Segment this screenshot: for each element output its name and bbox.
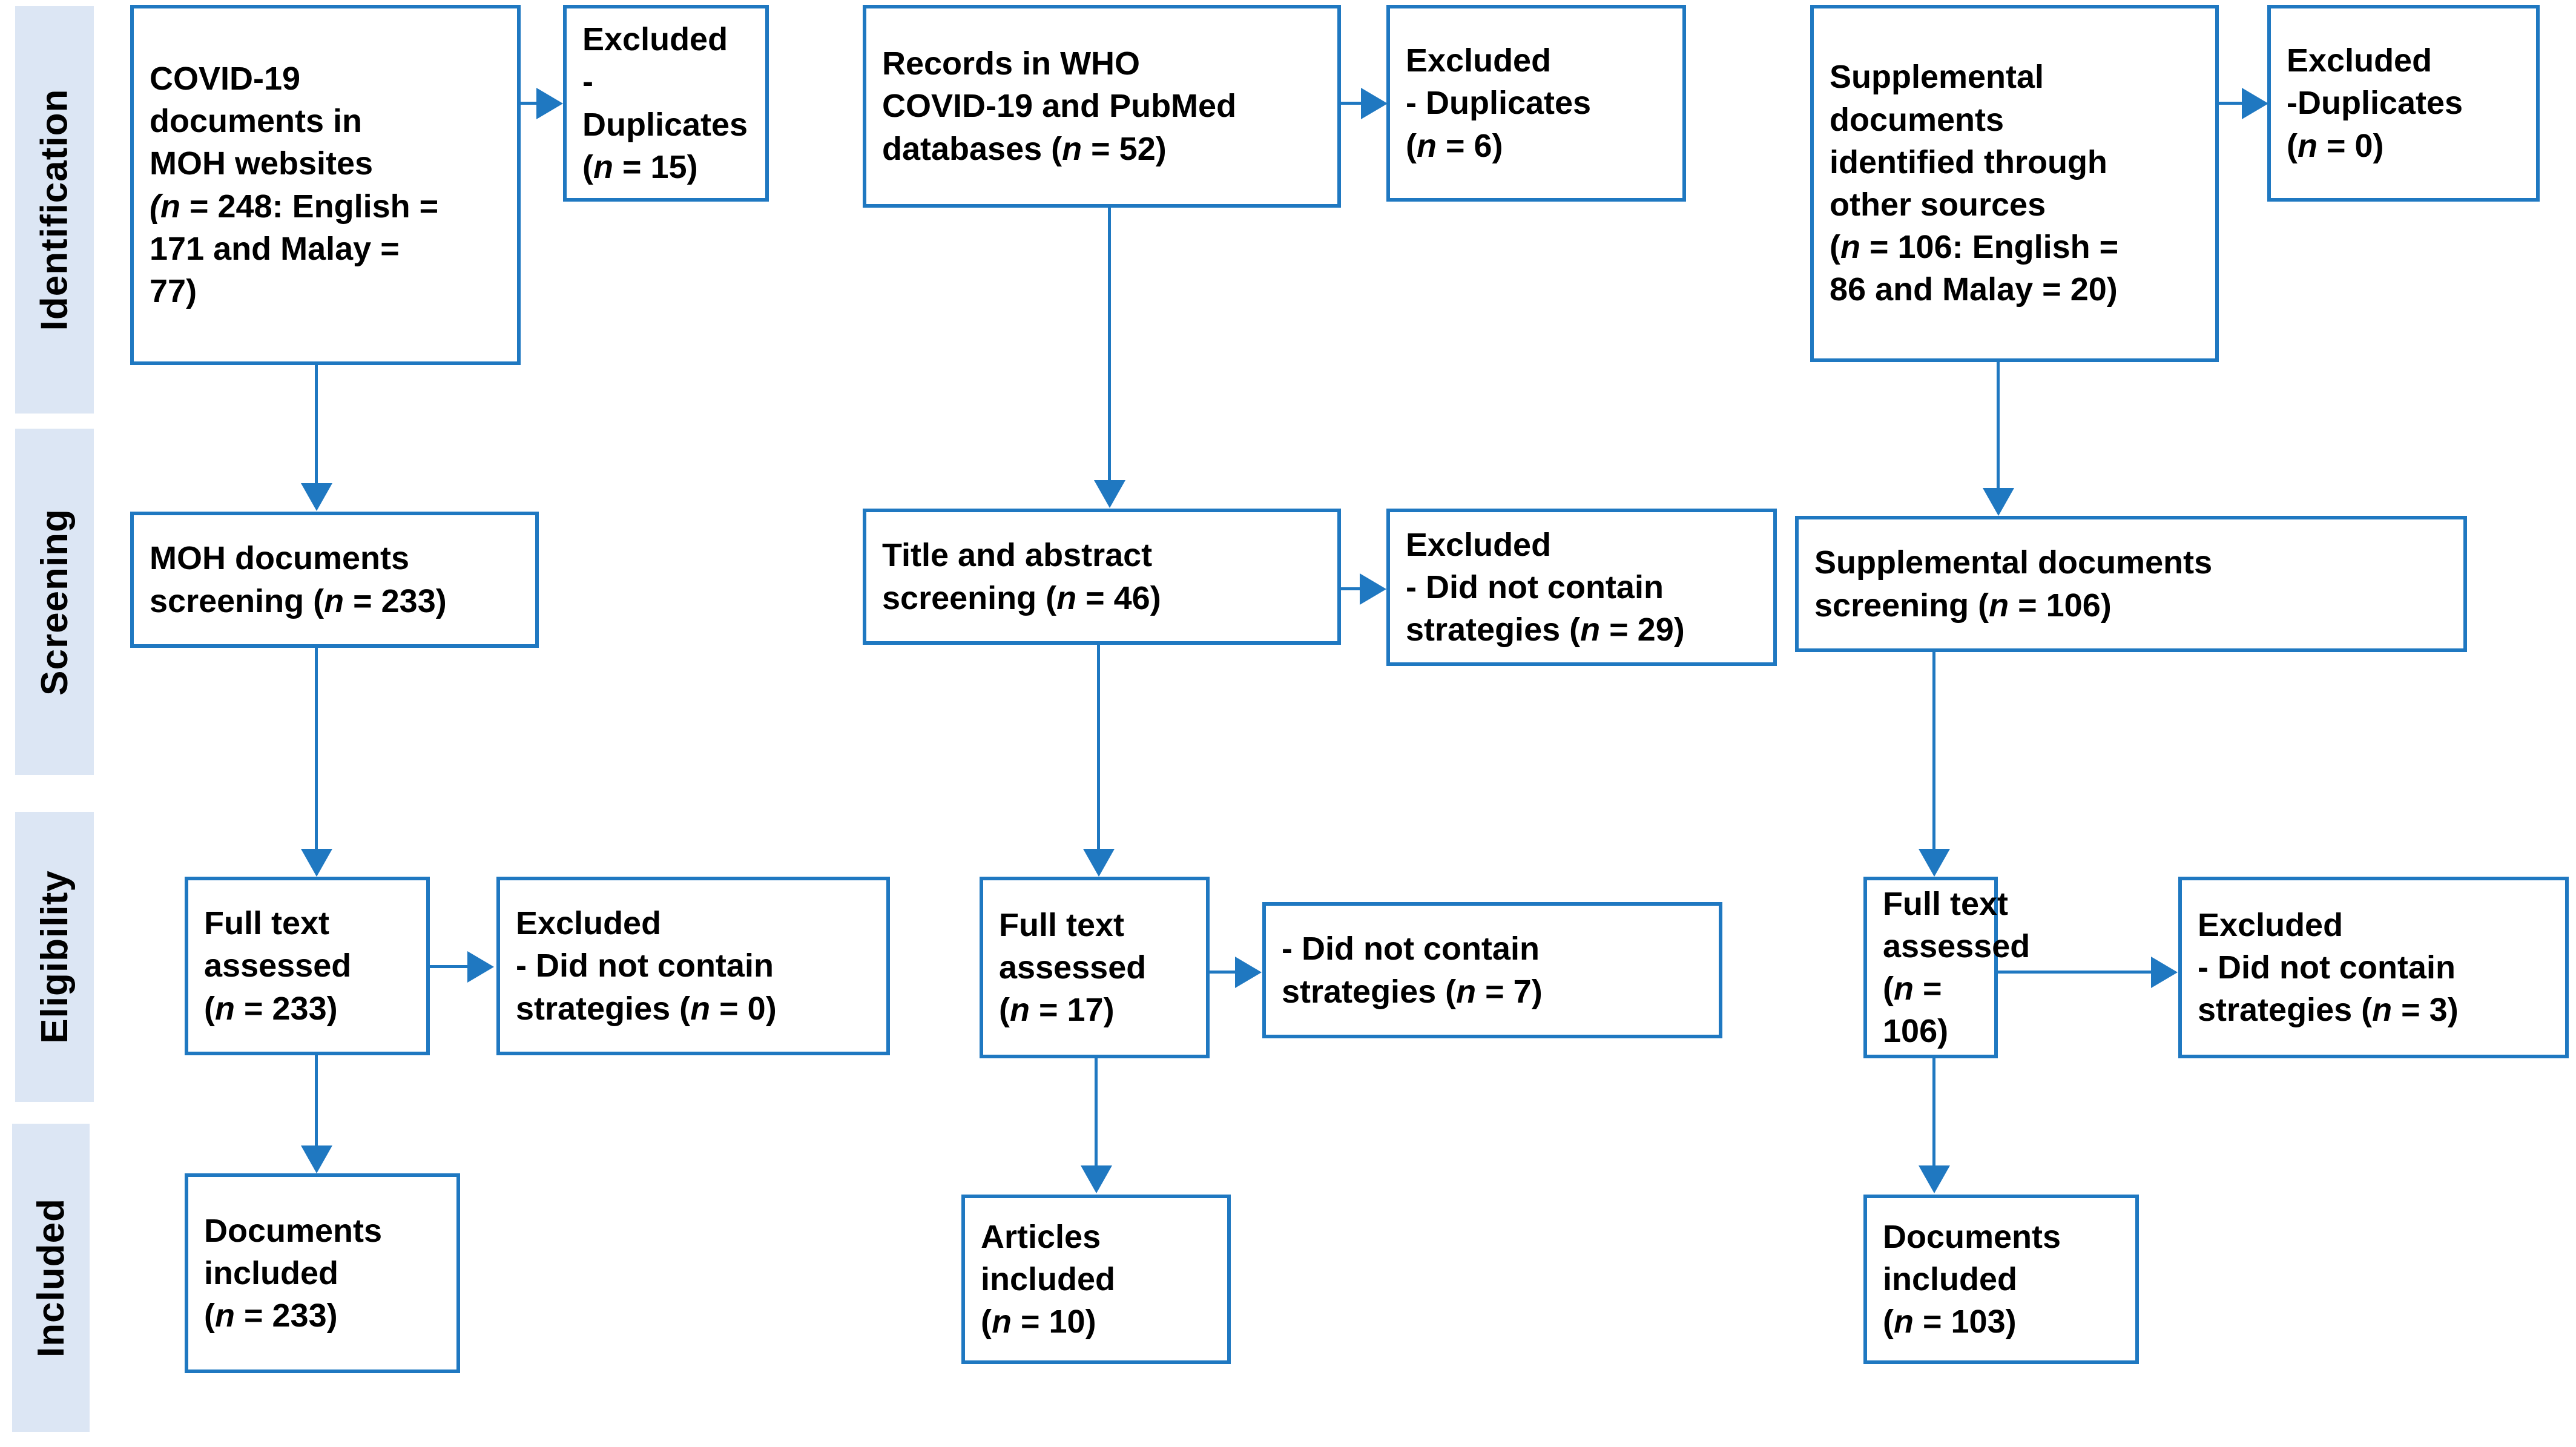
connector-who-screening-to-excluded [1341, 587, 1362, 590]
arrowhead-moh-source-to-duplicates [536, 88, 563, 119]
stage-band-included-label: Included [30, 1198, 72, 1357]
box-who-fulltext: Full text assessed (n = 17) [980, 877, 1210, 1058]
arrowhead-moh-fulltext-to-included [301, 1145, 332, 1173]
connector-supplemental-screening-to-fulltext [1932, 652, 1935, 851]
box-moh-screening: MOH documents screening (n = 233) [130, 512, 539, 648]
connector-supplemental-fulltext-to-excluded [1998, 971, 2152, 974]
box-supplemental-source-text: Supplemental documents identified throug… [1830, 59, 2119, 308]
stage-band-identification-label: Identification [33, 88, 76, 331]
box-moh-included: Documents included (n = 233) [185, 1173, 460, 1373]
arrowhead-supplemental-fulltext-to-excluded [2151, 957, 2178, 988]
connector-who-fulltext-to-included [1095, 1058, 1098, 1167]
connector-moh-screening-to-fulltext [315, 648, 318, 851]
arrowhead-supplemental-screening-to-fulltext [1919, 849, 1950, 877]
connector-who-screening-to-fulltext [1097, 645, 1100, 851]
connector-supplemental-source-to-screening [1997, 362, 2000, 490]
box-supplemental-included-text: Documents included (n = 103) [1883, 1218, 2061, 1340]
arrowhead-who-fulltext-to-included [1081, 1165, 1112, 1193]
box-moh-duplicates-excluded-text: Excluded -Duplicates (n = 15) [582, 21, 748, 185]
connector-who-source-to-screening [1108, 208, 1111, 482]
box-supplemental-fulltext: Full text assessed (n = 106) [1863, 877, 2030, 1058]
box-who-duplicates-excluded: Excluded - Duplicates (n = 6) [1386, 5, 1686, 202]
box-supplemental-source: Supplemental documents identified throug… [1810, 5, 2219, 362]
connector-moh-source-to-screening [315, 365, 318, 485]
stage-band-identification: Identification [15, 6, 94, 414]
arrowhead-supplemental-source-to-duplicates [2242, 88, 2268, 119]
arrowhead-moh-source-to-screening [301, 483, 332, 511]
box-supplemental-fulltext-text: Full text assessed (n = 106) [1883, 885, 2031, 1050]
arrowhead-who-fulltext-to-excluded [1235, 957, 1262, 988]
box-moh-fulltext-excluded: Excluded - Did not contain strategies (n… [496, 877, 890, 1055]
arrowhead-supplemental-source-to-screening [1983, 488, 2014, 516]
box-moh-source: COVID-19 documents in MOH websites (n = … [130, 5, 521, 365]
box-supplemental-screening: Supplemental documents screening (n = 10… [1795, 516, 2467, 652]
box-moh-fulltext: Full text assessed (n = 233) [185, 877, 430, 1055]
connector-moh-fulltext-to-excluded [430, 965, 469, 968]
arrowhead-who-screening-to-excluded [1360, 573, 1386, 605]
box-supplemental-screening-text: Supplemental documents screening (n = 10… [1814, 544, 2213, 624]
arrowhead-who-screening-to-fulltext [1083, 849, 1115, 877]
connector-who-fulltext-to-excluded [1210, 971, 1237, 974]
box-who-fulltext-excluded: - Did not contain strategies (n = 7) [1262, 902, 1722, 1038]
box-moh-source-text: COVID-19 documents in MOH websites (n = … [150, 60, 439, 309]
stage-band-screening-label: Screening [33, 508, 76, 696]
box-supplemental-duplicates-excluded: Excluded -Duplicates (n = 0) [2267, 5, 2540, 202]
box-who-screening-text: Title and abstract screening (n = 46) [882, 537, 1161, 616]
box-who-screening: Title and abstract screening (n = 46) [863, 509, 1341, 645]
box-moh-fulltext-text: Full text assessed (n = 233) [204, 905, 352, 1027]
arrowhead-moh-fulltext-to-excluded [467, 951, 494, 983]
box-who-included: Articles included (n = 10) [961, 1195, 1231, 1364]
connector-moh-source-to-duplicates [521, 102, 539, 105]
box-who-screening-excluded: Excluded - Did not contain strategies (n… [1386, 509, 1777, 666]
arrowhead-who-source-to-screening [1094, 480, 1125, 508]
stage-band-screening: Screening [15, 429, 94, 775]
connector-moh-fulltext-to-included [315, 1055, 318, 1147]
box-moh-duplicates-excluded: Excluded -Duplicates (n = 15) [563, 5, 769, 202]
box-supplemental-fulltext-excluded: Excluded - Did not contain strategies (n… [2178, 877, 2569, 1058]
box-who-included-text: Articles included (n = 10) [981, 1218, 1116, 1340]
box-who-fulltext-text: Full text assessed (n = 17) [999, 906, 1147, 1029]
box-who-source: Records in WHO COVID-19 and PubMed datab… [863, 5, 1341, 208]
stage-band-eligibility: Eligibility [15, 812, 94, 1102]
box-supplemental-duplicates-excluded-text: Excluded -Duplicates (n = 0) [2287, 42, 2463, 164]
box-moh-screening-text: MOH documents screening (n = 233) [150, 540, 447, 619]
connector-supplemental-fulltext-to-included [1932, 1058, 1935, 1167]
arrowhead-supplemental-fulltext-to-included [1919, 1165, 1950, 1193]
stage-band-eligibility-label: Eligibility [33, 870, 76, 1044]
box-who-source-text: Records in WHO COVID-19 and PubMed datab… [882, 45, 1237, 167]
connector-who-source-to-duplicates [1341, 102, 1364, 105]
stage-band-included: Included [12, 1124, 90, 1432]
box-moh-fulltext-excluded-text: Excluded - Did not contain strategies (n… [516, 905, 777, 1027]
box-supplemental-fulltext-excluded-text: Excluded - Did not contain strategies (n… [2198, 906, 2459, 1029]
box-supplemental-included: Documents included (n = 103) [1863, 1195, 2139, 1364]
connector-supplemental-source-to-duplicates [2219, 102, 2246, 105]
arrowhead-who-source-to-duplicates [1361, 88, 1388, 119]
box-who-screening-excluded-text: Excluded - Did not contain strategies (n… [1406, 526, 1685, 648]
arrowhead-moh-screening-to-fulltext [301, 849, 332, 877]
box-who-fulltext-excluded-text: - Did not contain strategies (n = 7) [1282, 931, 1543, 1010]
box-who-duplicates-excluded-text: Excluded - Duplicates (n = 6) [1406, 42, 1592, 164]
box-moh-included-text: Documents included (n = 233) [204, 1212, 383, 1334]
